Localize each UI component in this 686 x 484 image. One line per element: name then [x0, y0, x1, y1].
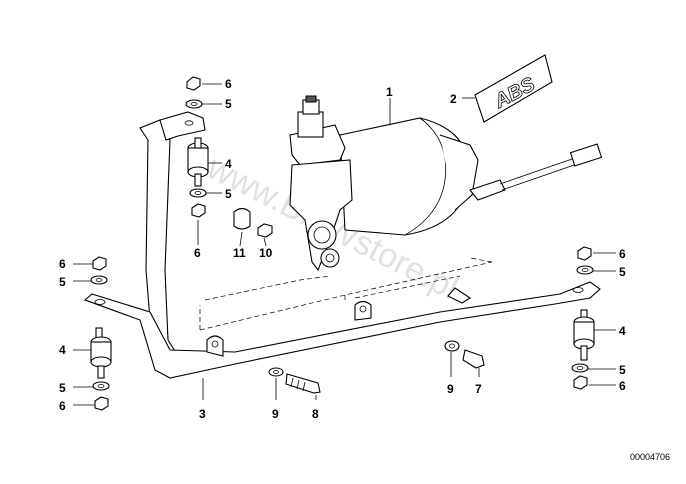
- alignment-guide: [199, 257, 493, 331]
- callout-11: 11: [233, 246, 246, 260]
- callout-6-top-low: 6: [194, 246, 201, 260]
- callout-9-left: 9: [272, 407, 279, 421]
- callout-6-top: 6: [225, 77, 232, 91]
- callout-6-right: 6: [619, 247, 626, 261]
- bracket: [83, 111, 601, 379]
- left-hardware: [90, 256, 112, 411]
- callouts: 1 2 3 6 5 4 5 6 11 10 6 5 4 5 6 6 5 4 5 …: [59, 77, 626, 421]
- callout-5-right: 5: [619, 265, 626, 279]
- callout-4-right: 4: [619, 324, 626, 338]
- top-hardware: [185, 76, 273, 238]
- callout-9-right: 9: [447, 382, 454, 396]
- bolts-washers: [268, 340, 485, 394]
- callout-6-left-low: 6: [59, 399, 66, 413]
- callout-2: 2: [450, 92, 457, 106]
- callout-5-top: 5: [225, 97, 232, 111]
- pressure-switch: [289, 95, 603, 272]
- callout-7: 7: [475, 382, 482, 396]
- callout-10: 10: [259, 246, 273, 260]
- callout-8: 8: [312, 407, 319, 421]
- callout-6-right-low: 6: [619, 379, 626, 393]
- leader-lines: [73, 83, 616, 406]
- callout-4-top: 4: [225, 157, 232, 171]
- callout-5-right-low: 5: [619, 363, 626, 377]
- figure-number: 00004706: [630, 452, 670, 462]
- right-hardware: [571, 246, 595, 390]
- callout-5-top-low: 5: [225, 187, 232, 201]
- abs-badge: ABS: [474, 54, 553, 123]
- callout-4-left: 4: [59, 343, 66, 357]
- callout-5-left: 5: [59, 275, 66, 289]
- callout-1: 1: [386, 85, 393, 99]
- callout-5-left-low: 5: [59, 381, 66, 395]
- callout-3: 3: [199, 407, 206, 421]
- callout-6-left: 6: [59, 257, 66, 271]
